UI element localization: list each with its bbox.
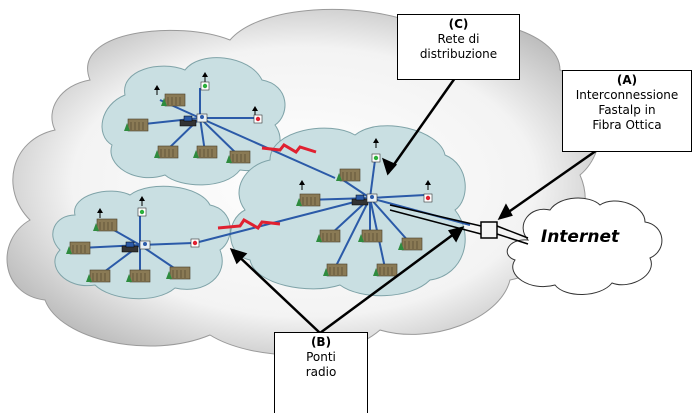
internet-cloud [506,197,663,295]
fiber-link-2 [389,209,482,235]
internet-label: Internet [540,227,620,247]
callout-ponti-radio: (B) Ponti radio [274,332,368,413]
fiber-link-4 [496,233,529,245]
callout-c-line2: distribuzione [419,47,498,61]
callout-b-tag: (B) [310,335,332,349]
callout-b-line1: Ponti [306,350,336,364]
callout-c-tag: (C) [448,17,469,31]
fiber-link-1 [389,204,482,227]
callout-interconnessione: (A) Interconnessione Fastalp in Fibra Ot… [562,70,692,152]
fiber-link-3 [496,225,529,239]
callout-a-line2: Fastalp in [598,103,656,117]
fiber-interconnect-box [480,221,498,239]
callout-arrows [229,77,601,335]
links-right [194,159,471,269]
radio-link-top [261,143,317,154]
radio-link-bottom [217,218,281,230]
callout-a-line3: Fibra Ottica [592,118,662,132]
callout-c-line1: Rete di [437,32,480,46]
callout-a-line1: Interconnessione [575,88,679,102]
callout-rete-distribuzione: (C) Rete di distribuzione [397,14,520,80]
callout-a-tag: (A) [616,73,638,87]
callout-b-line2: radio [305,365,337,379]
